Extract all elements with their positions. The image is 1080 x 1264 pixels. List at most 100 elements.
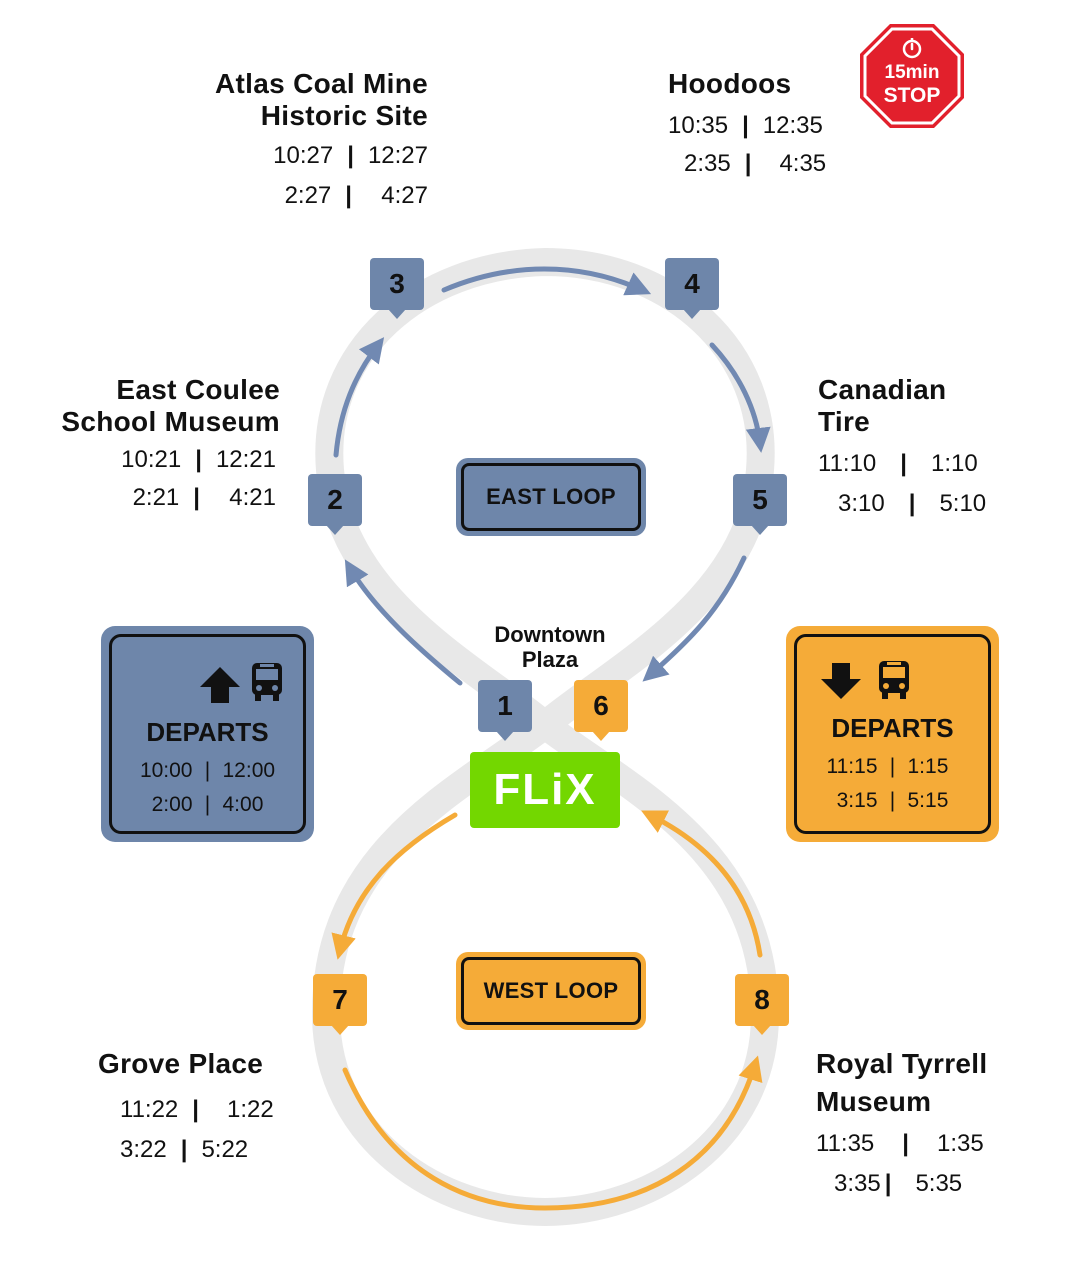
stop-octagon — [860, 24, 964, 128]
time: 5:35 — [915, 1169, 963, 1197]
departs-title: DEPARTS — [831, 713, 954, 743]
time: 10:35 — [668, 112, 729, 140]
hub-name: Downtown Plaza — [494, 622, 606, 673]
time: 10:00 — [139, 759, 193, 782]
stop-label-east-coulee: East Coulee School Museum 10:21|12:21 2:… — [10, 374, 280, 512]
east-loop-track — [315, 247, 775, 739]
stop-label-atlas: Atlas Coal Mine Historic Site 10:27|12:2… — [150, 68, 428, 210]
departs-times: 11:15|1:15 3:15|5:15 — [797, 755, 988, 823]
west-departs-box: DEPARTS 11:15|1:15 3:15|5:15 — [786, 626, 999, 842]
time: 1:35 — [937, 1130, 984, 1158]
time: 12:21 — [215, 446, 276, 474]
time: 11:10 — [818, 450, 877, 478]
east-loop-text: EAST LOOP — [486, 484, 616, 509]
stop-sign-duration: 15min — [884, 62, 940, 83]
arrow-down-icon — [821, 663, 861, 699]
flix-logo-text: FLiX — [493, 765, 597, 814]
time: 11:15 — [826, 755, 878, 778]
time: 12:00 — [222, 759, 276, 782]
time: 12:35 — [762, 112, 823, 140]
arrow-8-to-flix — [641, 810, 763, 958]
stop-name-line: Historic Site — [260, 100, 428, 132]
time: 3:35 — [834, 1169, 881, 1197]
time: 4:27 — [381, 181, 428, 209]
departs-times: 10:00|12:00 2:00|4:00 — [112, 759, 303, 827]
stop-times: 11:35|1:35 3:35|5:35 — [816, 1130, 984, 1197]
stop-number: 3 — [389, 268, 405, 299]
stop-marker-6[interactable]: 6 — [574, 680, 628, 741]
stop-sign-word: STOP — [883, 84, 941, 107]
stop-times: 10:35|12:35 2:35|4:35 — [668, 112, 827, 177]
arrow-2-to-3 — [333, 337, 385, 458]
arrow-7-to-8 — [342, 1055, 763, 1211]
stop-times: 11:10|1:10 3:10|5:10 — [818, 450, 987, 517]
flix-logo: FLiX — [470, 752, 620, 828]
west-loop-text: WEST LOOP — [483, 978, 619, 1003]
time: 3:10 — [838, 489, 885, 517]
west-loop-track — [311, 711, 780, 1227]
arrow-1-to-2 — [344, 559, 463, 686]
stop-name-line: Museum — [816, 1086, 932, 1118]
stop-sign: 15min STOP — [858, 22, 966, 130]
west-arrows — [331, 810, 763, 1211]
stop-name-line: Royal Tyrrell — [816, 1048, 988, 1079]
stop-marker-5[interactable]: 5 — [733, 474, 787, 535]
stop-number: 5 — [752, 484, 768, 515]
stop-name-line: Canadian — [818, 374, 947, 405]
time: 5:15 — [907, 789, 949, 812]
stop-label-grove-place: Grove Place 11:22|1:22 3:22|5:22 — [98, 1048, 298, 1163]
west-loop-label: WEST LOOP — [456, 952, 646, 1030]
arrow-5-to-6 — [642, 555, 747, 682]
time: 10:21 — [121, 446, 182, 474]
arrow-3-to-4 — [441, 266, 652, 296]
stop-number: 1 — [497, 690, 513, 721]
time: 2:35 — [684, 149, 731, 177]
stop-label-royal-tyrrell: Royal Tyrrell Museum 11:35|1:35 3:35|5:3… — [816, 1048, 1066, 1198]
stop-marker-7[interactable]: 7 — [313, 974, 367, 1035]
time: 5:22 — [201, 1135, 249, 1163]
time: 3:22 — [120, 1135, 167, 1163]
time: 1:10 — [931, 450, 978, 478]
time: 4:35 — [779, 149, 827, 177]
arrow-flix-to-7 — [331, 812, 458, 960]
stop-marker-3[interactable]: 3 — [370, 258, 424, 319]
stop-times: 10:21|12:21 2:21|4:21 — [121, 446, 276, 511]
stop-number: 8 — [754, 984, 770, 1015]
time: 2:21 — [132, 483, 180, 511]
arrow-up-icon — [200, 667, 240, 703]
time: 11:22 — [120, 1096, 179, 1124]
time: 12:27 — [367, 142, 428, 170]
stop-name-line: School Museum — [61, 406, 280, 438]
departs-title: DEPARTS — [146, 717, 269, 747]
time: 2:00 — [151, 793, 193, 816]
timer-icon — [902, 38, 922, 59]
stop-name-line: Hoodoos — [668, 68, 792, 99]
stop-label-canadian-tire: Canadian Tire 11:10|1:10 3:10|5:10 — [818, 374, 1068, 518]
time: 1:22 — [227, 1096, 274, 1124]
stop-label-hoodoos: Hoodoos 10:35|12:35 2:35|4:35 — [668, 68, 868, 177]
stop-times: 10:27|12:27 2:27|4:27 — [273, 142, 428, 209]
stop-number: 4 — [684, 268, 700, 299]
stop-marker-2[interactable]: 2 — [308, 474, 362, 535]
stop-name-line: Tire — [818, 406, 871, 438]
stop-name-line: Grove Place — [98, 1048, 264, 1079]
time: 4:00 — [222, 793, 264, 816]
time: 4:21 — [229, 483, 276, 511]
stop-number: 2 — [327, 484, 343, 515]
east-loop-label: EAST LOOP — [456, 458, 646, 536]
stop-number: 7 — [332, 984, 348, 1015]
bus-icon — [252, 663, 282, 701]
time: 11:35 — [816, 1130, 875, 1158]
stop-marker-8[interactable]: 8 — [735, 974, 789, 1035]
time: 2:27 — [284, 181, 332, 209]
stop-marker-4[interactable]: 4 — [665, 258, 719, 319]
stop-name-line: Atlas Coal Mine — [215, 68, 428, 99]
east-departs-box: DEPARTS 10:00|12:00 2:00|4:00 — [101, 626, 314, 842]
stop-name-line: East Coulee — [116, 374, 280, 405]
bus-icon — [879, 661, 909, 699]
track — [311, 247, 780, 1227]
stop-marker-1[interactable]: 1 — [478, 680, 532, 741]
stop-number: 6 — [593, 690, 609, 721]
time: 1:15 — [907, 755, 949, 778]
